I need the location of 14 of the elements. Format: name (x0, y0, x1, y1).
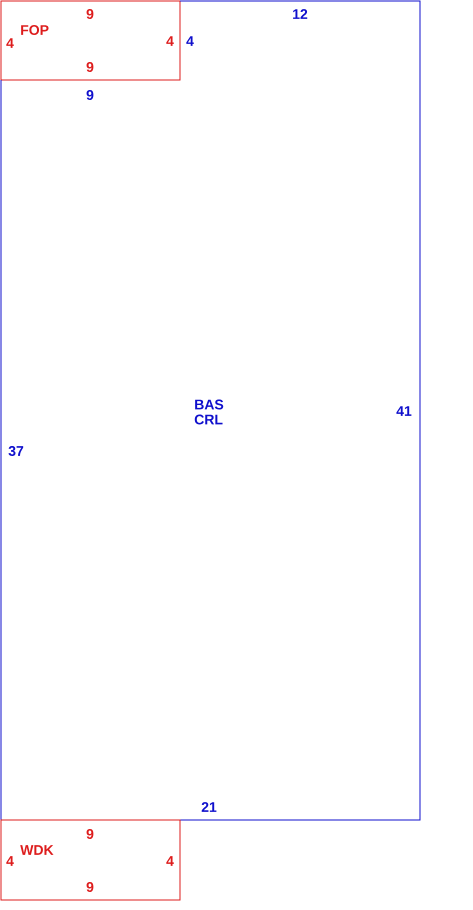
dimension-label: 9 (86, 62, 94, 72)
dimension-label: 4 (6, 38, 14, 48)
dimension-label: 4 (166, 36, 174, 46)
dimension-label: 41 (396, 406, 412, 416)
dimension-label: 37 (8, 446, 24, 456)
dimension-label: 21 (202, 802, 216, 812)
dimension-label: 12 (293, 9, 308, 19)
dimension-label: 9 (86, 829, 94, 839)
dimension-label: 4 (186, 36, 194, 46)
dimension-label: 9 (86, 882, 94, 892)
dimension-label: 9 (86, 90, 94, 100)
dimension-label: 9 (86, 9, 94, 19)
dimension-label: 4 (6, 856, 14, 866)
dimension-label: 4 (166, 856, 174, 866)
